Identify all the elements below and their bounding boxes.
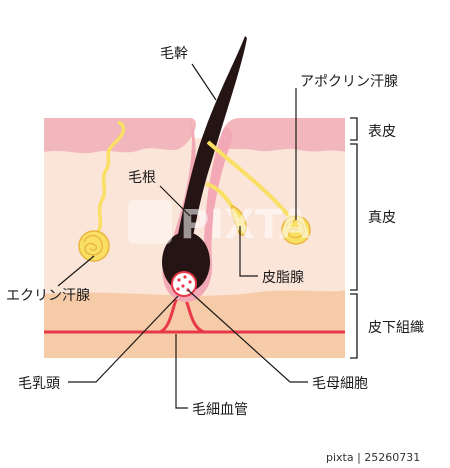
leader-hair-root [159, 185, 191, 217]
watermark-logo: PIXTA [128, 200, 310, 248]
label-sebaceous-gland: 皮脂腺 [262, 270, 304, 286]
sebaceous-gland [230, 205, 247, 236]
leader-eccrine [57, 255, 95, 287]
leader-hair-shaft [191, 63, 217, 101]
watermark-stock-id: pixta | 25260731 [326, 451, 420, 464]
leader-capillary [175, 334, 188, 409]
label-capillary: 毛細血管 [192, 402, 248, 418]
label-dermis: 真皮 [368, 210, 396, 226]
label-epidermis: 表皮 [368, 124, 396, 140]
label-eccrine-gland: エクリン汗腺 [6, 288, 90, 304]
label-subcutaneous-tissue: 皮下組織 [368, 320, 424, 336]
leader-matrix [187, 289, 308, 383]
label-apocrine-gland: アポクリン汗腺 [300, 74, 398, 90]
eccrine-gland [78, 230, 110, 262]
label-hair-root: 毛根 [128, 170, 156, 186]
label-hair-matrix-cells: 毛母細胞 [312, 376, 368, 392]
leader-lines [57, 63, 308, 409]
label-hair-shaft: 毛幹 [160, 45, 188, 62]
hair-shaft [175, 36, 247, 265]
watermark-logo-text: PIXTA [180, 202, 310, 248]
leader-dermal-papilla [68, 295, 179, 383]
layer-brackets [350, 117, 358, 359]
label-dermal-papilla: 毛乳頭 [18, 376, 60, 392]
dermal-papilla [171, 271, 197, 297]
epidermis-layer-right [222, 118, 345, 152]
leader-sebaceous [239, 226, 258, 277]
apocrine-duct [206, 140, 294, 222]
eccrine-duct [96, 120, 126, 233]
